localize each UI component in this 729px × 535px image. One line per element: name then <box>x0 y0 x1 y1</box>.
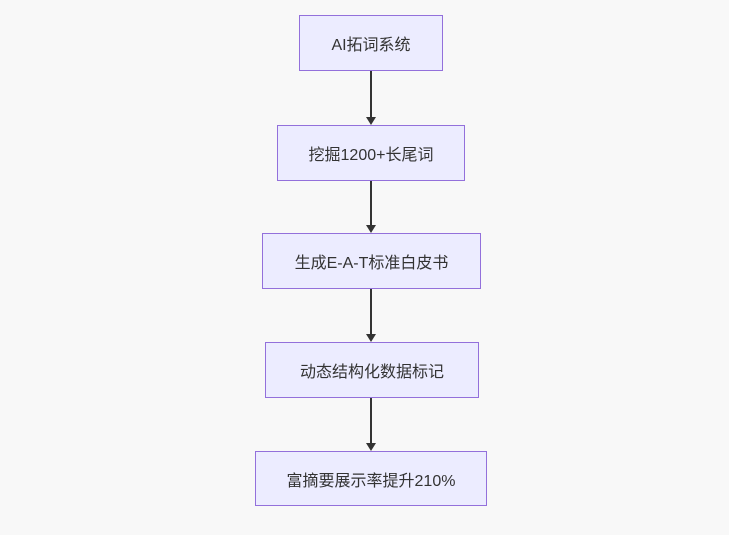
node-label: 动态结构化数据标记 <box>299 364 444 381</box>
flowchart-node-dynamic-structured-data-markup: 动态结构化数据标记 <box>265 342 479 398</box>
arrowhead-down-icon <box>366 334 376 342</box>
node-label: 生成E-A-T标准白皮书 <box>294 255 449 272</box>
node-label: 富摘要展示率提升210% <box>286 472 456 490</box>
flowchart-node-mine-longtail-keywords: 挖掘1200+长尾词 <box>277 125 465 181</box>
flowchart-node-ai-word-expansion-system: AI拓词系统 <box>299 15 443 71</box>
flowchart-node-rich-snippet-rate-increase: 富摘要展示率提升210% <box>255 451 487 506</box>
node-label: AI拓词系统 <box>331 37 411 54</box>
arrowhead-down-icon <box>366 225 376 233</box>
arrowhead-down-icon <box>366 443 376 451</box>
edge-line <box>370 289 372 335</box>
edge-line <box>370 398 372 444</box>
edge-line <box>370 181 372 226</box>
node-label: 挖掘1200+长尾词 <box>308 147 434 164</box>
arrowhead-down-icon <box>366 117 376 125</box>
flowchart-node-generate-eat-whitepaper: 生成E-A-T标准白皮书 <box>262 233 481 289</box>
edge-line <box>370 71 372 118</box>
